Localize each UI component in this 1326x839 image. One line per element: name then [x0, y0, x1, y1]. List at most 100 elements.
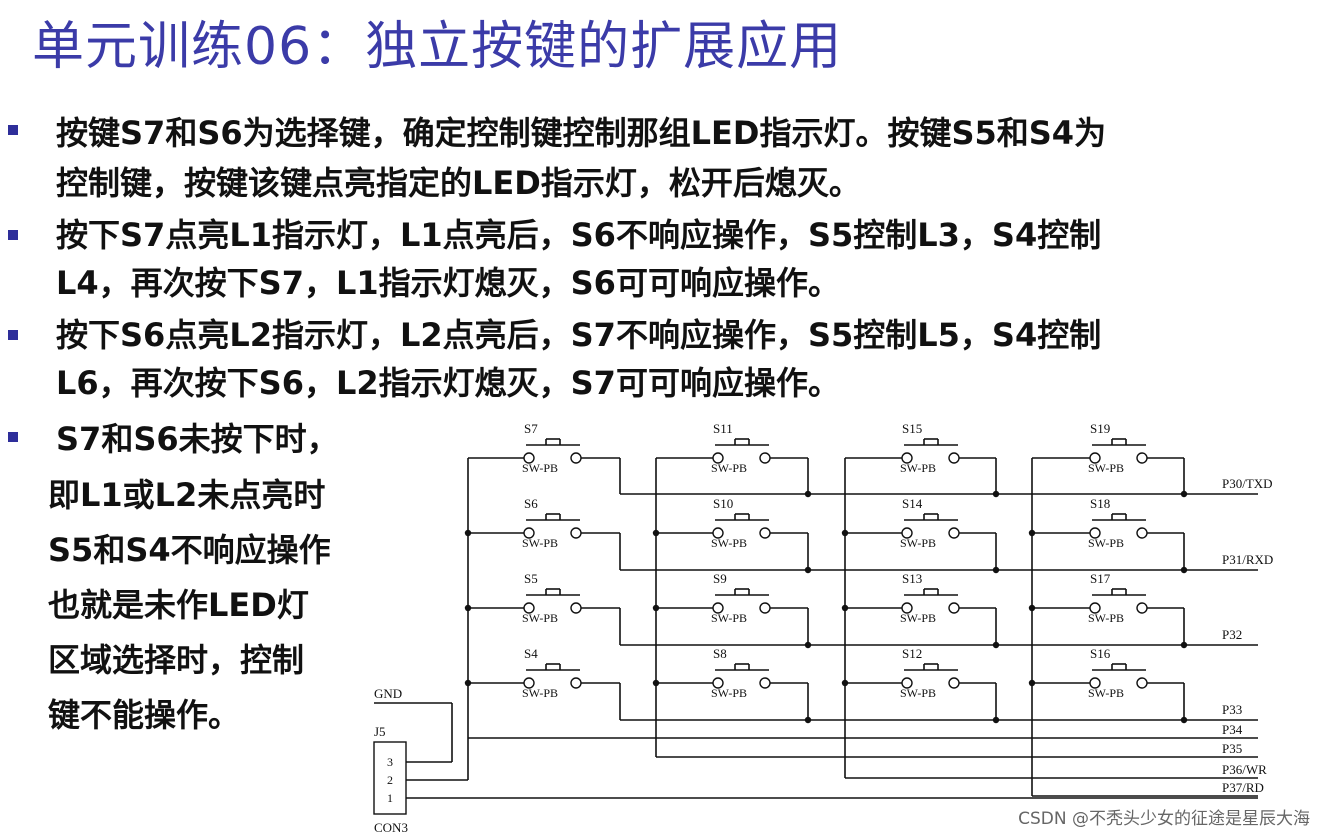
- switch-type-label: SW-PB: [1088, 611, 1124, 625]
- switch-type-label: SW-PB: [1088, 536, 1124, 550]
- switch-ref-label: S18: [1090, 496, 1110, 511]
- junction-dot: [841, 604, 849, 612]
- bullet-2-line-1: 按下S7点亮L1指示灯，L1点亮后，S6不响应操作，S5控制L3，S4控制: [56, 216, 1102, 254]
- bullet-marker: [8, 125, 18, 135]
- junction-dot: [804, 641, 812, 649]
- switch-ref-label: S4: [524, 646, 538, 661]
- switch-type-label: SW-PB: [711, 536, 747, 550]
- junction-dot: [1028, 529, 1036, 537]
- switch-terminal: [759, 602, 771, 614]
- junction-dot: [804, 566, 812, 574]
- switch-ref-label: S10: [713, 496, 733, 511]
- switch-ref-label: S7: [524, 421, 538, 436]
- bullet-4-line-2: 即L1或L2未点亮时: [48, 476, 326, 514]
- switch-terminal: [948, 452, 960, 464]
- switch-terminal: [570, 602, 582, 614]
- switch-terminal: [712, 602, 724, 614]
- junction-dot: [992, 490, 1000, 498]
- switch-ref-label: S11: [713, 421, 733, 436]
- switch-type-label: SW-PB: [1088, 686, 1124, 700]
- switch-terminal: [523, 602, 535, 614]
- bullet-1-line-1: 按键S7和S6为选择键，确定控制键控制那组LED指示灯。按键S5和S4为: [56, 114, 1107, 152]
- junction-dot: [992, 716, 1000, 724]
- switch-type-label: SW-PB: [900, 461, 936, 475]
- switch-type-label: SW-PB: [711, 461, 747, 475]
- switch-terminal: [1136, 452, 1148, 464]
- switch-terminal: [523, 452, 535, 464]
- junction-dot: [652, 529, 660, 537]
- switch-type-label: SW-PB: [900, 686, 936, 700]
- row-net-label: P30/TXD: [1222, 476, 1273, 491]
- row-net-label: P31/RXD: [1222, 552, 1273, 567]
- junction-dot: [804, 716, 812, 724]
- bullet-4-line-4: 也就是未作LED灯: [48, 586, 309, 624]
- switch-ref-label: S15: [902, 421, 922, 436]
- switch-ref-label: S5: [524, 571, 538, 586]
- junction-dot: [464, 679, 472, 687]
- switch-terminal: [523, 677, 535, 689]
- switch-terminal: [901, 602, 913, 614]
- junction-dot: [992, 641, 1000, 649]
- switch-terminal: [1136, 677, 1148, 689]
- switch-type-label: SW-PB: [711, 611, 747, 625]
- switch-type-label: SW-PB: [900, 611, 936, 625]
- switch-terminal: [570, 452, 582, 464]
- bullet-1-line-2: 控制键，按键该键点亮指定的LED指示灯，松开后熄灭。: [56, 164, 861, 202]
- switch-terminal: [901, 452, 913, 464]
- junction-dot: [841, 679, 849, 687]
- junction-dot: [464, 529, 472, 537]
- bullet-2-line-2: L4，再次按下S7，L1指示灯熄灭，S6可可响应操作。: [56, 264, 840, 302]
- switch-ref-label: S6: [524, 496, 538, 511]
- switch-terminal: [1089, 527, 1101, 539]
- switch-terminal: [523, 527, 535, 539]
- bullet-4-line-5: 区域选择时，控制: [48, 641, 305, 679]
- junction-dot: [804, 490, 812, 498]
- switch-ref-label: S12: [902, 646, 922, 661]
- switch-terminal: [570, 527, 582, 539]
- switch-type-label: SW-PB: [711, 686, 747, 700]
- switch-type-label: SW-PB: [1088, 461, 1124, 475]
- connector-part-label: CON3: [374, 820, 408, 835]
- switch-ref-label: S13: [902, 571, 922, 586]
- bullet-4-line-3: S5和S4不响应操作: [48, 531, 331, 569]
- switch-terminal: [1089, 602, 1101, 614]
- switch-terminal: [570, 677, 582, 689]
- column-net-label: P34: [1222, 722, 1243, 737]
- bullet-3-line-1: 按下S6点亮L2指示灯，L2点亮后，S7不响应操作，S5控制L5，S4控制: [56, 316, 1102, 354]
- junction-dot: [464, 604, 472, 612]
- switch-type-label: SW-PB: [522, 686, 558, 700]
- connector-ref-label: J5: [374, 724, 386, 739]
- switch-terminal: [901, 677, 913, 689]
- switch-ref-label: S14: [902, 496, 923, 511]
- column-net-label: P35: [1222, 741, 1242, 756]
- column-net-label: P36/WR: [1222, 762, 1267, 777]
- connector-pin-label: 2: [387, 773, 393, 787]
- switch-terminal: [759, 527, 771, 539]
- gnd-label: GND: [374, 686, 402, 701]
- switch-terminal: [1089, 452, 1101, 464]
- switch-terminal: [948, 677, 960, 689]
- column-net-label: P37/RD: [1222, 780, 1264, 795]
- switch-terminal: [759, 452, 771, 464]
- connector-pin-label: 3: [387, 755, 393, 769]
- switch-terminal: [948, 602, 960, 614]
- switch-ref-label: S8: [713, 646, 727, 661]
- junction-dot: [1028, 604, 1036, 612]
- switch-type-label: SW-PB: [522, 536, 558, 550]
- bullet-marker: [8, 330, 18, 340]
- switch-ref-label: S19: [1090, 421, 1110, 436]
- switch-terminal: [1136, 527, 1148, 539]
- row-net-label: P32: [1222, 627, 1242, 642]
- switch-terminal: [759, 677, 771, 689]
- switch-ref-label: S17: [1090, 571, 1111, 586]
- junction-dot: [652, 604, 660, 612]
- switch-terminal: [712, 452, 724, 464]
- switch-terminal: [901, 527, 913, 539]
- bullet-marker: [8, 432, 18, 442]
- switch-terminal: [712, 677, 724, 689]
- bullet-3-line-2: L6，再次按下S6，L2指示灯熄灭，S7可可响应操作。: [56, 364, 840, 402]
- switch-terminal: [948, 527, 960, 539]
- bullet-marker: [8, 230, 18, 240]
- switch-type-label: SW-PB: [522, 461, 558, 475]
